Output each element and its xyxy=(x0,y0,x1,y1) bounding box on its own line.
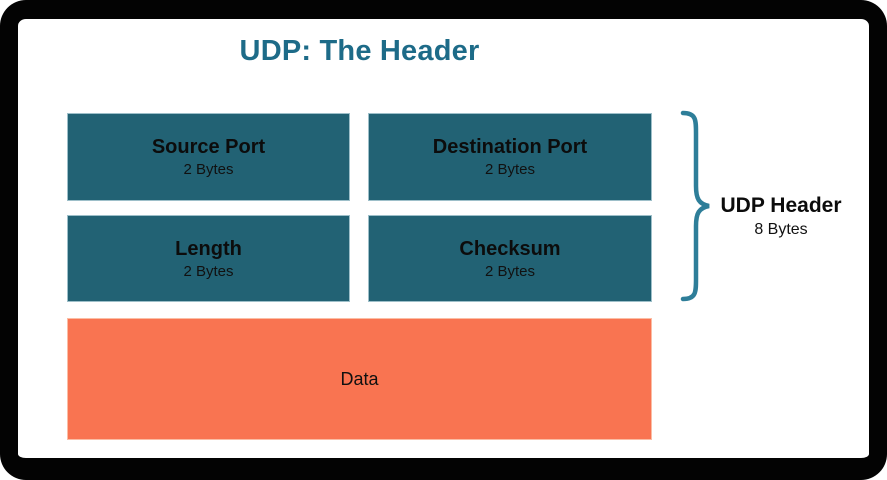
field-box-length: Length 2 Bytes xyxy=(67,215,350,302)
diagram-title: UDP: The Header xyxy=(239,35,480,67)
field-box-source-port: Source Port 2 Bytes xyxy=(67,113,350,201)
field-size: 2 Bytes xyxy=(484,262,536,280)
field-name: Destination Port xyxy=(432,136,588,158)
field-name: Source Port xyxy=(151,136,266,158)
brace-label-group: UDP Header 8 Bytes xyxy=(708,193,854,240)
data-box-label: Data xyxy=(340,368,379,389)
brace-label-size: 8 Bytes xyxy=(754,221,808,238)
field-name: Checksum xyxy=(459,237,561,260)
field-box-destination-port: Destination Port 2 Bytes xyxy=(368,113,652,201)
field-name: Length xyxy=(175,237,242,260)
field-size: 2 Bytes xyxy=(484,161,536,178)
field-box-checksum: Checksum 2 Bytes xyxy=(368,215,652,302)
curly-brace xyxy=(680,110,710,302)
data-box: Data xyxy=(67,318,652,440)
field-size: 2 Bytes xyxy=(183,161,234,178)
curly-brace-path xyxy=(680,110,710,302)
brace-label-title: UDP Header xyxy=(720,194,842,217)
field-size: 2 Bytes xyxy=(183,262,234,280)
